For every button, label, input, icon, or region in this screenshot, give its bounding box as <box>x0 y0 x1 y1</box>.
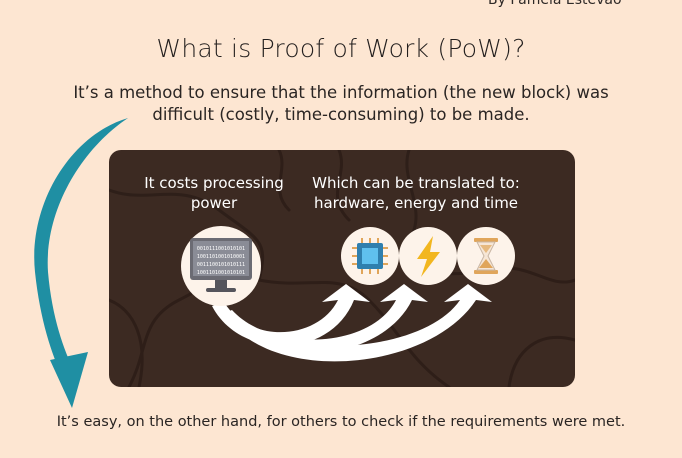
footer-text: It’s easy, on the other hand, for others… <box>56 414 626 430</box>
caption-left-line-2: power <box>190 194 238 212</box>
caption-right-line-2: hardware, energy and time <box>313 194 519 212</box>
intro-text: It’s a method to ensure that the informa… <box>20 82 662 126</box>
caption-right-line-1: Which can be translated to: <box>312 174 520 192</box>
intro-line-1: It’s a method to ensure that the informa… <box>73 83 609 102</box>
diagram-panel: It costs processing power Which can be t… <box>109 150 575 387</box>
caption-translated: Which can be translated to: hardware, en… <box>301 173 531 213</box>
page-title: What is Proof of Work (PoW)? <box>156 34 526 63</box>
caption-left-line-1: It costs processing <box>144 174 284 192</box>
author-credit: By Pamela Estevão <box>488 0 622 8</box>
intro-line-2: difficult (costly, time-consuming) to be… <box>152 105 530 124</box>
caption-processing-power: It costs processing power <box>139 173 289 213</box>
